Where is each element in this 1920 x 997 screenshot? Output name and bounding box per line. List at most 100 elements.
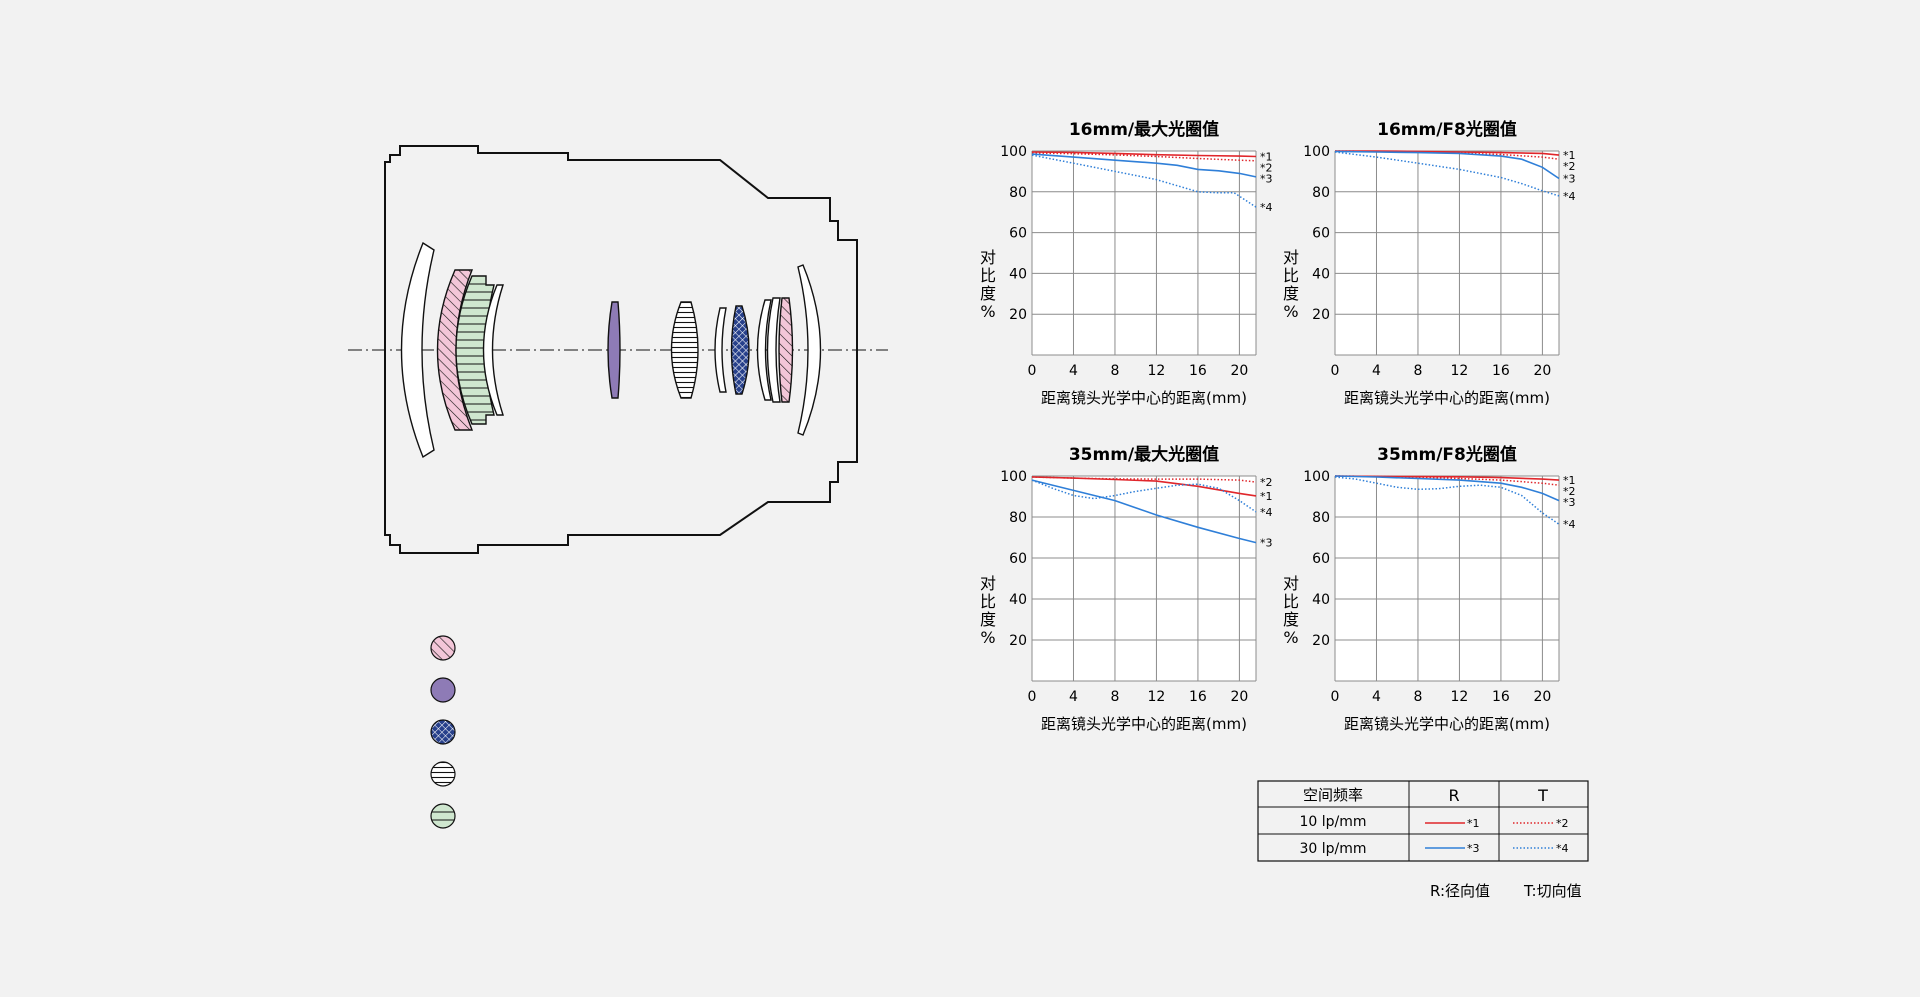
series-end-label: *2 (1260, 476, 1273, 489)
series-end-label: *3 (1563, 173, 1576, 186)
table-swatch-label: *4 (1556, 842, 1569, 855)
y-tick-label: 100 (1303, 469, 1330, 485)
x-tick-label: 4 (1069, 363, 1078, 379)
x-axis-label: 距离镜头光学中心的距离(mm) (1041, 715, 1247, 733)
series-line-star1 (1031, 476, 1257, 497)
table-row-frequency: 10 lp/mm (1299, 814, 1366, 830)
y-tick-label: 60 (1009, 226, 1027, 242)
y-axis-label: 对比度% (1283, 574, 1299, 647)
x-tick-label: 12 (1148, 363, 1166, 379)
plot-area (1032, 151, 1256, 355)
series-end-label: *1 (1260, 490, 1273, 503)
y-tick-label: 20 (1312, 633, 1330, 649)
y-tick-label: 80 (1009, 185, 1027, 201)
plot-area (1335, 476, 1559, 681)
series-end-label: *2 (1563, 160, 1576, 173)
y-axis-label: 对比度% (980, 248, 996, 321)
series-line-star3 (1031, 479, 1257, 544)
series-line-star2 (1334, 475, 1560, 486)
chart-title: 35mm/最大光圈值 (1069, 444, 1219, 465)
x-tick-label: 8 (1111, 363, 1120, 379)
y-axis-label: 对比度% (1283, 248, 1299, 321)
x-tick-label: 0 (1331, 363, 1340, 379)
rear-meniscus-element-2 (766, 297, 781, 403)
y-tick-label: 100 (1000, 144, 1027, 160)
x-tick-label: 4 (1372, 689, 1381, 705)
x-tick-label: 16 (1492, 363, 1510, 379)
series-line-star1 (1335, 150, 1560, 156)
x-tick-label: 12 (1451, 689, 1469, 705)
series-end-label: *4 (1563, 518, 1576, 531)
chart-title: 16mm/最大光圈值 (1069, 119, 1219, 140)
y-tick-label: 60 (1009, 551, 1027, 567)
series-line-star3 (1031, 153, 1257, 178)
series-line-star1 (1031, 151, 1257, 158)
y-tick-label: 20 (1312, 307, 1330, 323)
y-tick-label: 80 (1009, 510, 1027, 526)
x-tick-label: 20 (1230, 363, 1248, 379)
x-tick-label: 20 (1533, 689, 1551, 705)
x-tick-label: 8 (1111, 689, 1120, 705)
y-tick-label: 100 (1303, 144, 1330, 160)
purple-element (607, 301, 621, 399)
series-line-star2 (1334, 150, 1560, 160)
y-tick-label: 80 (1312, 185, 1330, 201)
series-line-star2 (1031, 476, 1257, 483)
x-tick-label: 16 (1189, 363, 1207, 379)
x-tick-label: 8 (1414, 363, 1423, 379)
table-header-tangential: T (1537, 786, 1548, 805)
x-axis-label: 距离镜头光学中心的距离(mm) (1344, 389, 1550, 407)
table-swatch-label: *1 (1467, 817, 1480, 830)
y-tick-label: 60 (1312, 226, 1330, 242)
y-tick-label: 40 (1009, 266, 1027, 282)
y-tick-label: 40 (1009, 592, 1027, 608)
series-end-label: *2 (1260, 162, 1273, 175)
plot-area (1335, 151, 1559, 355)
y-tick-label: 20 (1009, 307, 1027, 323)
series-end-label: *2 (1563, 485, 1576, 498)
x-tick-label: 12 (1451, 363, 1469, 379)
lined-white-circle-icon (430, 761, 456, 787)
lens-cross-section-diagram (348, 145, 888, 554)
x-tick-label: 16 (1492, 689, 1510, 705)
series-line-star2 (1031, 152, 1257, 162)
x-tick-label: 8 (1414, 689, 1423, 705)
series-line-star4 (1031, 154, 1257, 208)
plot-area (1032, 476, 1256, 681)
table-swatch-label: *3 (1467, 842, 1480, 855)
x-tick-label: 0 (1028, 689, 1037, 705)
rear-large-element (797, 264, 822, 436)
x-tick-label: 20 (1533, 363, 1551, 379)
y-tick-label: 20 (1009, 633, 1027, 649)
rear-pink-element (778, 297, 794, 403)
white-lined-element (670, 301, 699, 399)
series-line-star3 (1334, 475, 1560, 502)
series-line-star4 (1334, 151, 1560, 197)
hatched-pink-circle-icon (430, 635, 456, 661)
footnote-tangential: T:切向值 (1523, 882, 1582, 900)
lined-green-circle-icon (430, 803, 456, 829)
series-end-label: *4 (1563, 190, 1576, 203)
series-end-label: *4 (1260, 201, 1273, 214)
x-tick-label: 4 (1372, 363, 1381, 379)
series-end-label: *3 (1260, 173, 1273, 186)
cross-hatched-navy-circle-icon (430, 719, 456, 745)
y-tick-label: 60 (1312, 551, 1330, 567)
series-end-label: *4 (1260, 506, 1273, 519)
lens-element-legend (430, 635, 456, 829)
series-end-label: *1 (1260, 151, 1273, 164)
chart-title: 16mm/F8光圈值 (1377, 119, 1517, 140)
chart-title: 35mm/F8光圈值 (1377, 444, 1517, 465)
series-end-label: *1 (1563, 149, 1576, 162)
table-border (1257, 780, 1589, 862)
footnote-radial: R:径向值 (1430, 882, 1490, 900)
navy-element (730, 305, 750, 395)
table-row-frequency: 30 lp/mm (1299, 841, 1366, 857)
mtf-legend-table: 空间频率 R T 10 lp/mm *1 *2 30 lp/mm *3 *4 (1257, 780, 1589, 862)
table-header-radial: R (1448, 786, 1459, 805)
